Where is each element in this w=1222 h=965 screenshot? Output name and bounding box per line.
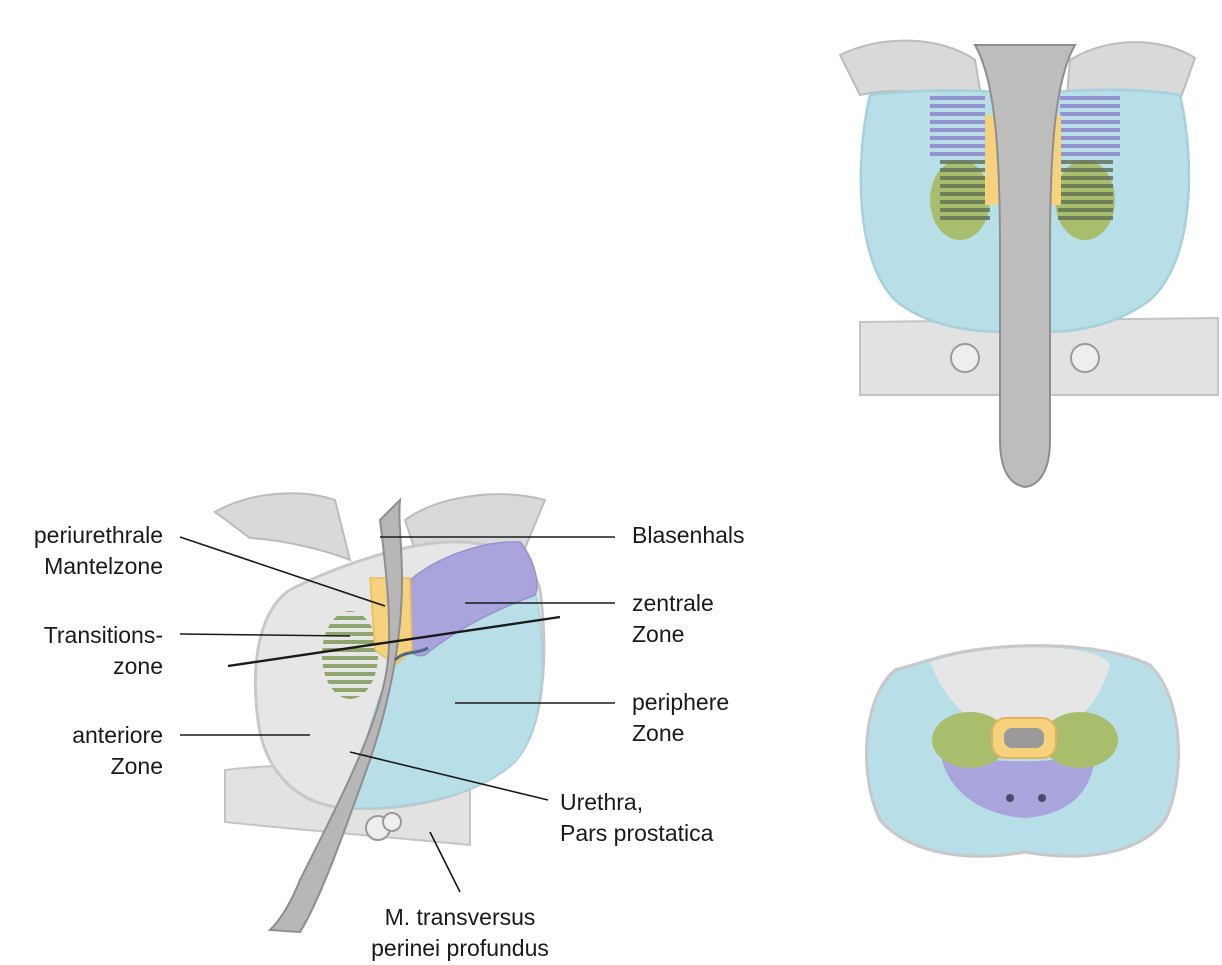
transverse-view xyxy=(866,646,1178,857)
label-transition-line2: zone xyxy=(8,651,163,682)
label-central-line1: zentrale xyxy=(632,588,714,619)
label-anterior-zone: anteriore Zone xyxy=(8,720,163,782)
coronal-view xyxy=(840,41,1218,487)
label-periurethral-line1: periurethrale xyxy=(8,520,163,551)
label-urethra-line1: Urethra, xyxy=(560,787,713,818)
label-central-line2: Zone xyxy=(632,619,714,650)
label-urethra: Urethra, Pars prostatica xyxy=(560,787,713,849)
label-urethra-line2: Pars prostatica xyxy=(560,818,713,849)
label-muscle-line1: M. transversus xyxy=(360,902,560,933)
coronal-central-right xyxy=(1060,95,1120,160)
transition-zone xyxy=(322,611,378,699)
label-bladder-neck-line1: Blasenhals xyxy=(632,520,745,551)
bladder-wall-left xyxy=(215,493,350,560)
label-bladder-neck: Blasenhals xyxy=(632,520,745,551)
label-periurethral-zone: periurethrale Mantelzone xyxy=(8,520,163,582)
coronal-overlap-left xyxy=(940,160,990,220)
coronal-gland-right xyxy=(1071,344,1099,372)
coronal-gland-left xyxy=(951,344,979,372)
bulbourethral-gland-lobe xyxy=(383,813,401,831)
transverse-duct-right xyxy=(1038,794,1046,802)
coronal-central-left xyxy=(930,95,985,160)
label-muscle-line2: perinei profundus xyxy=(360,933,560,964)
label-central-zone: zentrale Zone xyxy=(632,588,714,650)
label-anterior-line1: anteriore xyxy=(8,720,163,751)
sagittal-view xyxy=(215,493,545,932)
label-transition-line1: Transitions- xyxy=(8,620,163,651)
label-anterior-line2: Zone xyxy=(8,751,163,782)
label-peripheral-zone: periphere Zone xyxy=(632,687,729,749)
label-muscle: M. transversus perinei profundus xyxy=(360,902,560,964)
label-transition-zone: Transitions- zone xyxy=(8,620,163,682)
transverse-urethra xyxy=(1004,728,1044,748)
label-peripheral-line2: Zone xyxy=(632,718,729,749)
coronal-overlap-right xyxy=(1058,160,1113,220)
transverse-duct-left xyxy=(1006,794,1014,802)
label-peripheral-line1: periphere xyxy=(632,687,729,718)
label-periurethral-line2: Mantelzone xyxy=(8,551,163,582)
